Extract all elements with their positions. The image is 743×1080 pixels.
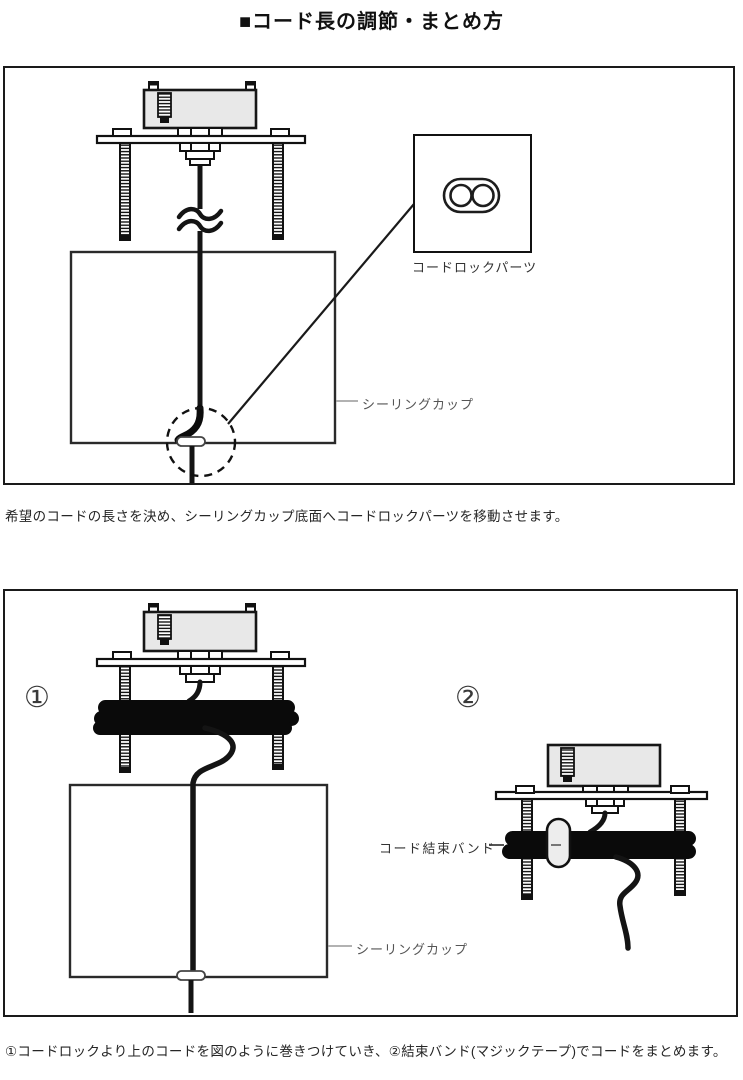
- hanging-cord-step2: [613, 854, 641, 951]
- bracket-screw-icon: [157, 92, 172, 118]
- figure1-caption: 希望のコードの長さを決め、シーリングカップ底面へコードロックパーツを移動させます…: [5, 509, 569, 524]
- callout-pointer-line: [227, 203, 415, 425]
- break-symbol: [176, 206, 224, 222]
- ceiling-cup-label-step1: シーリングカップ: [356, 942, 469, 957]
- cord-lock-callout: [413, 134, 532, 253]
- bracket-screw-icon-step1: [157, 614, 172, 640]
- cord-top-step2: [587, 810, 608, 835]
- figure2-frame: [3, 589, 738, 1017]
- cord-binding-band-label: コード結束バンド: [379, 841, 496, 856]
- ceiling-bracket-step2: [494, 743, 709, 814]
- hanger-bolt-right: [272, 142, 284, 240]
- cord-lock-parts-label: コードロックパーツ: [412, 260, 538, 275]
- cord-binding-band: [545, 817, 572, 869]
- ceiling-cup-outline-step1: [68, 783, 329, 979]
- wrapped-cord-coil-step2: [502, 831, 696, 859]
- cord-lock-on-cup: [176, 436, 206, 447]
- figure1-illustration: [69, 81, 532, 483]
- figure2-caption: ①コードロックより上のコードを図のように巻きつけていき、②結束バンド(マジックテ…: [5, 1044, 727, 1059]
- hanger-bolt-left: [119, 142, 131, 241]
- step1-marker: ①: [24, 682, 50, 714]
- cord-lock-on-cup-step1: [176, 970, 206, 981]
- ceiling-bracket-step1: [95, 603, 307, 683]
- wrapped-cord-coil-step1: [93, 700, 299, 735]
- figure1-frame: [3, 66, 735, 485]
- page-title: ■コード長の調節・まとめ方: [238, 11, 505, 33]
- hanging-cord-step1: [190, 725, 236, 973]
- figure2-illustration: [68, 603, 709, 1013]
- step2-marker: ②: [455, 682, 481, 714]
- cord-top-step1: [186, 679, 203, 704]
- cord-socket: [179, 142, 221, 166]
- ceiling-bracket: [142, 81, 258, 137]
- bracket-screw-icon-step2: [560, 747, 575, 777]
- focus-dashed-circle: [165, 406, 237, 478]
- ceiling-cup-label: シーリングカップ: [362, 397, 475, 412]
